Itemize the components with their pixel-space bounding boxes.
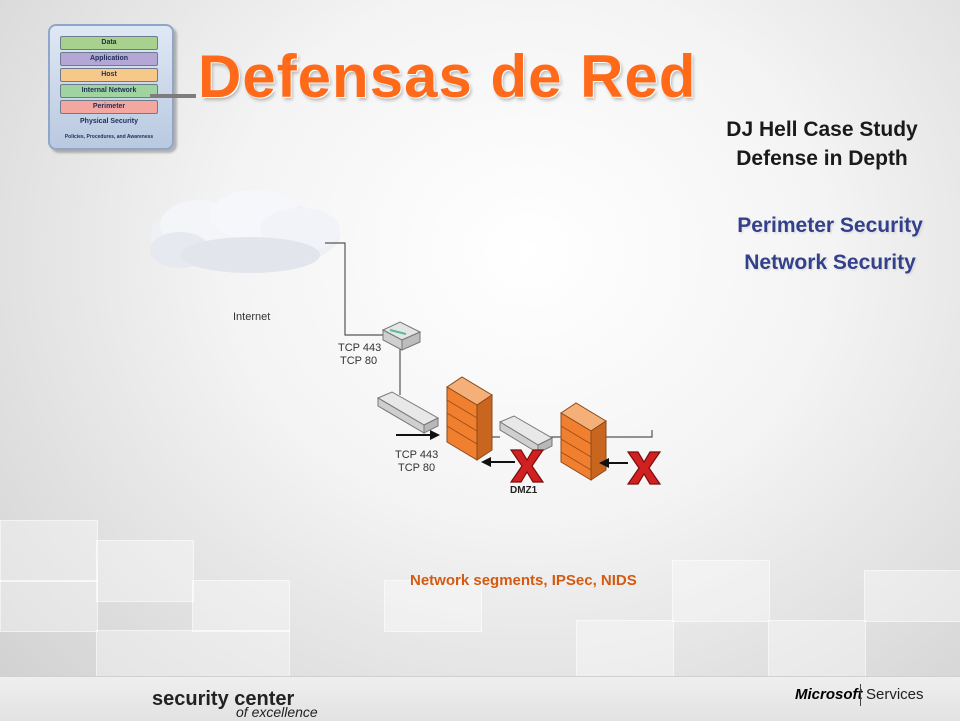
network-measures-note: Network segments, IPSec, NIDS — [410, 572, 637, 589]
blocked-x-icon-2 — [626, 451, 662, 485]
layer-perimeter: Perimeter — [60, 100, 158, 114]
background-tiles — [0, 520, 960, 680]
layer-internal-network: Internal Network — [60, 84, 158, 98]
ports-top-443: TCP 443 — [338, 342, 382, 354]
layer-physical-security: Physical Security — [80, 118, 138, 125]
page-title: Defensas de Red — [198, 43, 697, 110]
services-label: Services — [866, 686, 924, 703]
layer-application: Application — [60, 52, 158, 66]
blocked-arrow-icon-2 — [599, 458, 628, 468]
router-icon — [381, 321, 422, 351]
firewall-icon — [446, 376, 493, 461]
footer-bar — [0, 676, 960, 721]
switch-icon — [376, 391, 440, 434]
ports-top-80: TCP 80 — [340, 355, 378, 367]
case-study-subtitle: Defense in Depth — [736, 147, 908, 170]
stack-connector-line — [150, 94, 196, 98]
layer-policies: Policies, Procedures, and Awareness — [64, 134, 154, 140]
ports-bottom-443: TCP 443 — [395, 449, 439, 461]
internet-cloud-icon — [150, 190, 340, 273]
defense-layers-graphic: Data Application Host Internal Network P… — [48, 24, 174, 150]
dmz-label: DMZ1 — [510, 485, 538, 496]
firewall-icon-2 — [560, 402, 607, 481]
layer-data: Data — [60, 36, 158, 50]
network-security-heading: Network Security — [744, 251, 916, 274]
case-study-title: DJ Hell Case Study — [726, 118, 918, 141]
brand-subtitle: of excellence — [236, 704, 318, 720]
internet-label: Internet — [233, 311, 271, 323]
logo-divider — [860, 684, 861, 706]
blocked-x-icon — [509, 449, 545, 483]
microsoft-logo: Microsoft — [795, 686, 863, 703]
inbound-arrow-icon — [396, 430, 440, 440]
perimeter-security-heading: Perimeter Security — [737, 214, 923, 237]
brand-title: security center — [152, 688, 295, 710]
dmz-switch-icon — [498, 415, 554, 454]
layer-host: Host — [60, 68, 158, 82]
ports-bottom-80: TCP 80 — [398, 462, 436, 474]
blocked-arrow-icon — [481, 457, 515, 467]
